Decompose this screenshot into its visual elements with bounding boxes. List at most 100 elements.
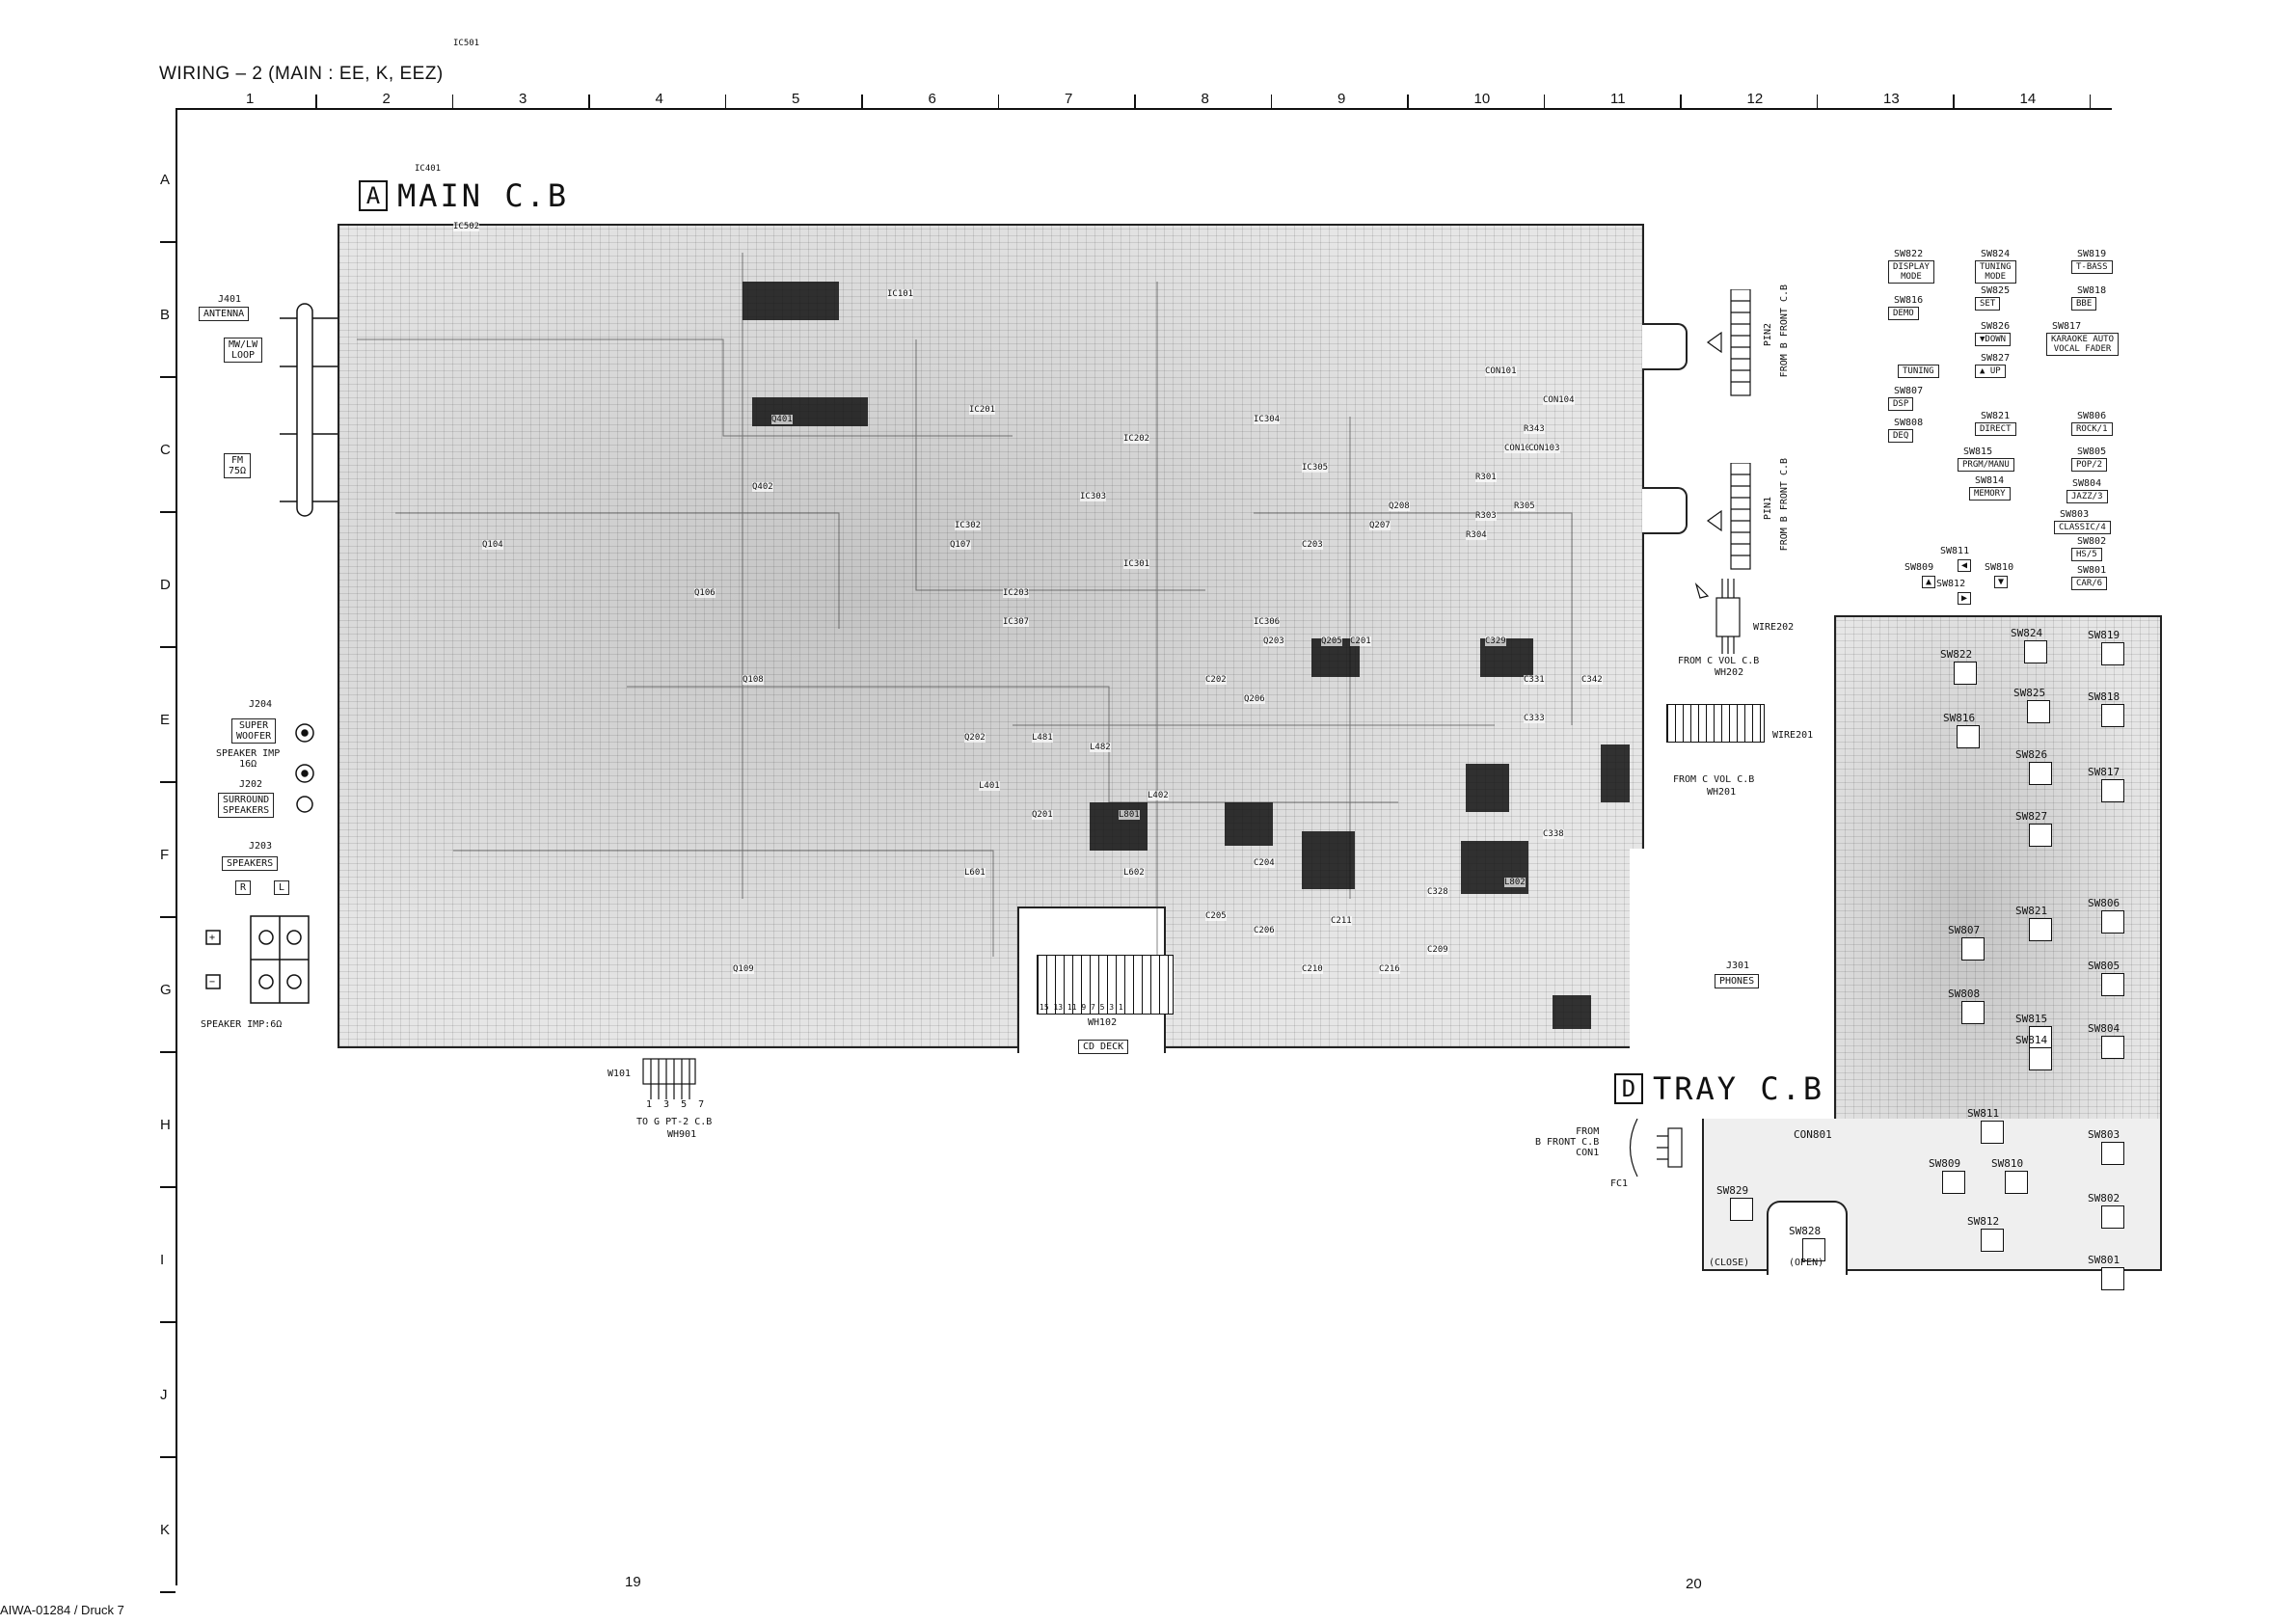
- j401-label: J401: [218, 294, 242, 305]
- switch-id: SW802: [2077, 536, 2107, 547]
- component-ref: R343: [1524, 424, 1545, 434]
- column-label: 2: [382, 91, 391, 107]
- component-ref: C204: [1254, 858, 1275, 868]
- component-ref: L801: [1119, 810, 1140, 820]
- wh102-connector: [1037, 955, 1174, 1015]
- column-tick: [1407, 95, 1409, 110]
- tray-board-label: TRAY C.B: [1653, 1070, 1825, 1107]
- component-ref: L802: [1504, 878, 1526, 887]
- tray-switch-label: SW809: [1929, 1157, 1961, 1170]
- component-ref: C342: [1581, 675, 1603, 685]
- column-tick: [588, 95, 590, 110]
- tray-switch-symbol: [2101, 1142, 2124, 1165]
- sw811-label: SW811: [1940, 546, 1970, 556]
- row-label: G: [160, 982, 172, 998]
- wire202-connector: [1694, 579, 1741, 654]
- tray-switch-symbol: [1954, 662, 1977, 685]
- switch-function-label: ROCK/1: [2071, 422, 2113, 436]
- row-label: F: [160, 847, 170, 863]
- column-label: 12: [1746, 91, 1764, 107]
- component-ref: C211: [1331, 916, 1352, 926]
- row-tick: [160, 646, 176, 648]
- tray-switch-symbol: [1942, 1171, 1965, 1194]
- tray-switch-symbol: [1981, 1121, 2004, 1144]
- row-tick: [160, 1051, 176, 1053]
- switch-id: SW804: [2072, 478, 2102, 489]
- row-tick: [160, 1321, 176, 1323]
- switch-id: SW826: [1981, 321, 2011, 332]
- tray-switch-label: SW828: [1789, 1225, 1822, 1237]
- board-tab-1: [1642, 323, 1688, 370]
- component-ref: R301: [1475, 473, 1497, 482]
- row-tick: [160, 781, 176, 783]
- tray-switch-symbol: [2029, 1047, 2052, 1070]
- component-ref: IC201: [969, 405, 996, 415]
- document-id: AIWA-01284 / Druck 7: [0, 1603, 124, 1617]
- tray-switch-label: SW818: [2088, 690, 2120, 703]
- column-tick: [1816, 95, 1818, 110]
- component-ref: Q205: [1321, 636, 1342, 646]
- switch-id: SW815: [1963, 447, 1993, 457]
- nav-down-key: ▼: [1994, 576, 2009, 588]
- row-label: J: [160, 1387, 168, 1403]
- switch-id: SW824: [1981, 249, 2011, 259]
- j204-label: J204: [249, 699, 273, 710]
- tray-switch-label: SW812: [1967, 1215, 2000, 1228]
- component-ref: IC307: [1003, 617, 1030, 627]
- component-ref: C210: [1302, 964, 1323, 974]
- switch-id: SW816: [1894, 295, 1924, 306]
- switch-function-label: ▼DOWN: [1975, 333, 2012, 346]
- component-ref: IC401: [415, 164, 442, 174]
- component-ref: C205: [1205, 911, 1227, 921]
- row-label: C: [160, 442, 171, 458]
- j301-label: J301: [1726, 961, 1750, 971]
- nav-left-key: ◀: [1958, 559, 1972, 572]
- column-tick: [1953, 95, 1955, 110]
- component-ref: Q109: [733, 964, 754, 974]
- switch-id: SW807: [1894, 386, 1924, 396]
- row-label: A: [160, 172, 171, 188]
- main-board-heading: A MAIN C.B: [359, 177, 569, 214]
- component-ref: IC303: [1080, 492, 1107, 501]
- column-tick: [861, 95, 863, 110]
- tray-switch-label: SW826: [2015, 748, 2048, 761]
- switch-id: SW817: [2052, 321, 2082, 332]
- row-tick: [160, 1456, 176, 1458]
- tray-switch-symbol: [2101, 704, 2124, 727]
- component-ref: IC501: [453, 39, 480, 48]
- main-board-traces: [357, 253, 1630, 1029]
- component-ref: Q208: [1389, 501, 1410, 511]
- from-vol-c-label-2: FROM C VOL C.B: [1673, 774, 1755, 785]
- component-ref: Q201: [1032, 810, 1053, 820]
- to-pt2-label: TO G PT-2 C.B: [636, 1117, 713, 1127]
- column-tick: [2089, 95, 2091, 110]
- component-ref: R305: [1514, 501, 1535, 511]
- switch-id: SW818: [2077, 285, 2107, 296]
- cd-deck-label: CD DECK: [1078, 1040, 1129, 1054]
- switch-function-label: PRGM/MANU: [1958, 458, 2014, 472]
- surround-speakers-label: SURROUND SPEAKERS: [218, 793, 275, 818]
- wh201-label: WH201: [1707, 787, 1737, 798]
- wire201-label: WIRE201: [1772, 730, 1814, 741]
- fc1-connector: [1629, 1119, 1683, 1177]
- switch-id: SW806: [2077, 411, 2107, 421]
- column-label: 8: [1201, 91, 1209, 107]
- main-board-label: MAIN C.B: [397, 177, 570, 214]
- tray-switch-symbol: [2027, 700, 2050, 723]
- speaker-imp-6-label: SPEAKER IMP:6Ω: [201, 1019, 283, 1030]
- tray-switch-label: SW829: [1716, 1184, 1749, 1197]
- tray-switch-symbol: [2024, 640, 2047, 663]
- component-ref: Q202: [964, 733, 986, 743]
- page-title: WIRING – 2 (MAIN : EE, K, EEZ): [159, 64, 444, 84]
- column-label: 5: [792, 91, 800, 107]
- component-ref: C328: [1427, 887, 1448, 897]
- speaker-imp-16-label: SPEAKER IMP 16Ω: [216, 748, 281, 770]
- row-label: B: [160, 307, 171, 323]
- row-tick: [160, 241, 176, 243]
- switch-function-label: CLASSIC/4: [2054, 521, 2111, 534]
- mwlw-loop-label: MW/LW LOOP: [224, 338, 263, 363]
- tray-switch-symbol: [2029, 918, 2052, 941]
- component-ref: Q401: [771, 415, 793, 424]
- switch-id: SW827: [1981, 353, 2011, 364]
- switch-function-label: JAZZ/3: [2066, 490, 2108, 503]
